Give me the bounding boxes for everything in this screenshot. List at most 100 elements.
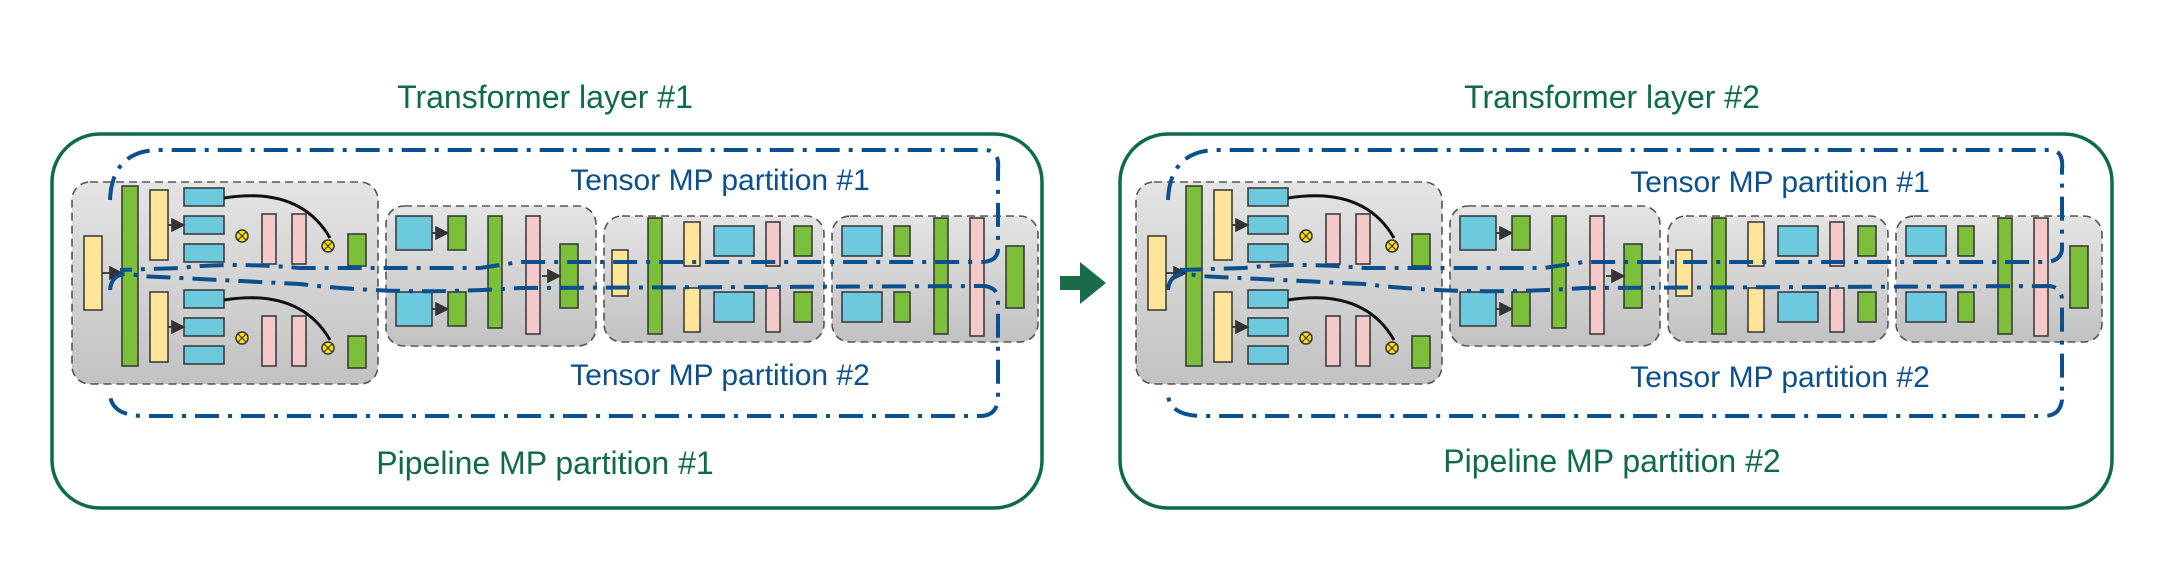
act-bar xyxy=(1511,291,1531,327)
qkv-bar xyxy=(1247,289,1289,309)
qkv-bar xyxy=(183,317,225,337)
out-bar xyxy=(347,335,367,369)
proj-bar xyxy=(1747,287,1765,333)
tensor-partition-2-label: Tensor MP partition #2 xyxy=(1630,361,1930,394)
qkv-bar xyxy=(183,187,225,207)
layer-1: Transformer layer #1 Tensor MP partition… xyxy=(50,79,1044,510)
fc-bar xyxy=(841,225,883,257)
qkv-bar xyxy=(183,215,225,235)
layer-2: Transformer layer #2 Tensor MP partition… xyxy=(1118,79,2114,510)
pipeline-partition-1-frame xyxy=(50,132,1044,510)
out-bar xyxy=(1857,291,1877,323)
out-bar xyxy=(793,291,813,323)
merge-bar xyxy=(1551,215,1567,329)
dropout-bar xyxy=(1589,215,1605,335)
dropout-bar xyxy=(1355,213,1371,265)
act-bar xyxy=(447,291,467,327)
qkv-bar xyxy=(183,345,225,365)
merge-bar xyxy=(1997,217,2013,335)
qkv-bar xyxy=(1247,243,1289,263)
dropout-bar xyxy=(969,217,985,337)
tensor-partition-1-boundary xyxy=(1166,148,2065,272)
qkv-bar xyxy=(1247,317,1289,337)
qkv-bar xyxy=(1247,187,1289,207)
out-bar xyxy=(1005,245,1025,309)
dropout-bar xyxy=(765,287,781,333)
dropout-bar xyxy=(291,213,307,265)
softmax-bar xyxy=(1325,315,1341,367)
module-block xyxy=(1135,181,1443,385)
act-bar xyxy=(893,225,911,257)
residual-path xyxy=(223,194,332,239)
act-bar xyxy=(1957,225,1975,257)
multiply-cross xyxy=(1301,333,1311,343)
fc-bar xyxy=(1777,291,1819,323)
fc-bar xyxy=(1459,291,1497,327)
multiply-cross xyxy=(1387,241,1397,251)
fc-bar xyxy=(395,291,433,327)
proj-bar xyxy=(1213,189,1233,261)
softmax-bar xyxy=(261,315,277,367)
out-bar xyxy=(1411,335,1431,369)
softmax-bar xyxy=(261,213,277,265)
merge-bar xyxy=(933,217,949,335)
fc-bar xyxy=(713,225,755,257)
out-bar xyxy=(2069,245,2089,309)
out-bar xyxy=(1623,243,1643,309)
out-bar xyxy=(1857,225,1877,257)
input-bar xyxy=(83,235,103,311)
tensor-partition-2-boundary xyxy=(1166,271,2064,418)
multiply-cross xyxy=(1301,231,1311,241)
pipeline-partition-label: Pipeline MP partition #2 xyxy=(1443,443,1780,479)
qkv-bar xyxy=(183,289,225,309)
proj-bar xyxy=(149,291,169,363)
input-bar xyxy=(1147,235,1167,311)
norm-bar xyxy=(1711,217,1727,335)
dropout-bar xyxy=(525,215,541,335)
qkv-bar xyxy=(1247,345,1289,365)
proj-bar xyxy=(683,287,701,333)
dropout-bar xyxy=(2033,217,2049,337)
dropout-bar xyxy=(765,221,781,267)
proj-bar xyxy=(149,189,169,261)
fc-bar xyxy=(841,291,883,323)
multiply-cross xyxy=(237,231,247,241)
tensor-partition-2-label: Tensor MP partition #2 xyxy=(570,359,870,392)
dropout-bar xyxy=(1355,315,1371,367)
merge-bar xyxy=(487,215,503,329)
softmax-bar xyxy=(1325,213,1341,265)
act-bar xyxy=(893,291,911,323)
module-block xyxy=(71,181,379,385)
fc-bar xyxy=(1905,291,1947,323)
multiply-cross xyxy=(323,241,333,251)
pipeline-partition-label: Pipeline MP partition #1 xyxy=(376,445,713,481)
layer-2-title: Transformer layer #2 xyxy=(1464,79,1760,115)
act-bar xyxy=(447,215,467,251)
qkv-bar xyxy=(183,243,225,263)
proj-bar xyxy=(683,221,701,267)
fc-bar xyxy=(713,291,755,323)
dropout-bar xyxy=(291,315,307,367)
dropout-bar xyxy=(1829,221,1845,267)
layer-2-blocks xyxy=(1135,181,2103,385)
fc-bar xyxy=(1905,225,1947,257)
layer-1-blocks xyxy=(71,181,1039,385)
residual-path xyxy=(1287,194,1396,239)
out-bar xyxy=(1411,233,1431,267)
right-arrow-icon xyxy=(1060,262,1106,304)
residual-path xyxy=(223,296,332,341)
fc-bar xyxy=(395,215,433,251)
multiply-cross xyxy=(323,343,333,353)
tensor-partition-1-boundary xyxy=(108,148,1001,272)
tensor-partition-1-label: Tensor MP partition #1 xyxy=(570,164,870,197)
qkv-bar xyxy=(1247,215,1289,235)
out-bar xyxy=(793,225,813,257)
out-bar xyxy=(347,233,367,267)
proj-bar xyxy=(1747,221,1765,267)
fc-bar xyxy=(1459,215,1497,251)
multiply-cross xyxy=(1387,343,1397,353)
norm-bar xyxy=(647,217,663,335)
tensor-partition-2-boundary xyxy=(108,271,1000,418)
multiply-cross xyxy=(237,333,247,343)
